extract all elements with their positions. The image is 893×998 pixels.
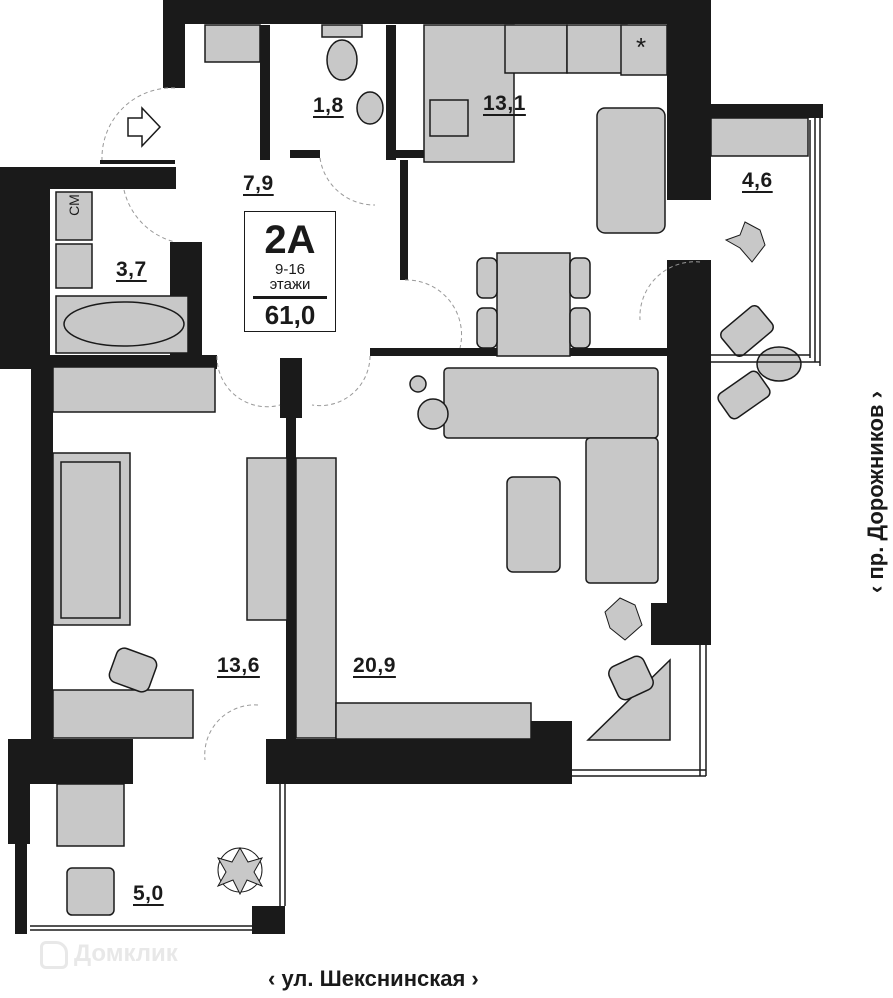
divider — [253, 296, 327, 299]
washing-machine-label: СМ — [65, 194, 82, 216]
room-area-living-room: 20,9 — [353, 654, 396, 677]
domclick-logo-icon — [40, 940, 68, 969]
walls — [0, 0, 823, 934]
room-area-toilet: 1,8 — [313, 94, 344, 117]
street-label-right: ‹ пр. Дорожников › — [863, 391, 888, 593]
room-area-kitchen: 13,1 — [483, 92, 526, 115]
fridge-icon: * — [636, 32, 647, 62]
room-area-bathroom: 3,7 — [116, 258, 147, 281]
watermark: Домклик — [40, 940, 178, 969]
watermark-text: Домклик — [74, 940, 178, 967]
room-area-balcony-east: 4,6 — [742, 169, 773, 192]
furniture — [52, 24, 809, 916]
room-area-hallway: 7,9 — [243, 172, 274, 195]
room-area-balcony-south: 5,0 — [133, 882, 164, 905]
plant-icons — [216, 221, 766, 896]
total-area: 61,0 — [264, 300, 316, 330]
door-swings — [101, 87, 701, 761]
apartment-type-badge: 2A 9-16 этажи 61,0 — [244, 211, 336, 332]
street-label-bottom: ‹ ул. Шекснинская › — [268, 966, 479, 991]
floors-range: 9-16 — [274, 261, 306, 278]
floors-word: этажи — [269, 276, 311, 293]
entrance-arrow-icon — [127, 106, 162, 148]
room-area-bedroom: 13,6 — [217, 654, 260, 677]
apartment-type: 2A — [264, 218, 316, 262]
railings — [30, 110, 821, 931]
